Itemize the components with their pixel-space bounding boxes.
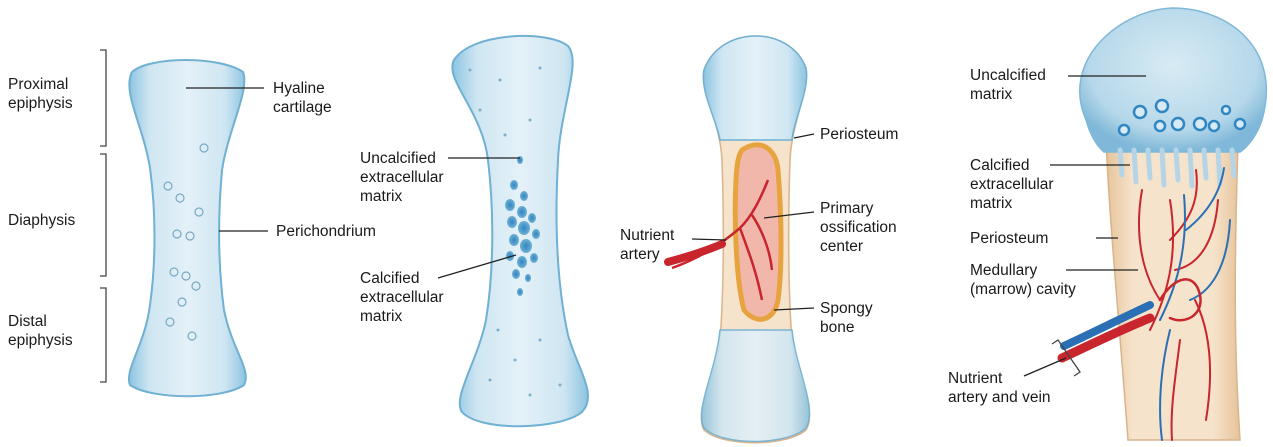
label-periosteum-p4: Periosteum [970, 230, 1048, 247]
label-medullary-cavity: Medullary (marrow) cavity [970, 262, 1076, 298]
label-distal-epiphysis: Distal epiphysis [8, 313, 73, 349]
label-proximal-epiphysis: Proximal epiphysis [8, 76, 73, 112]
label-nutrient-artery-and-vein: Nutrient artery and vein [948, 370, 1051, 406]
label-primary-ossification-center: Primary ossification center [820, 200, 901, 255]
distal-cartilage-cap [701, 330, 809, 442]
diaphysis-bracket [100, 154, 106, 276]
label-perichondrium: Perichondrium [276, 223, 376, 240]
label-calcified-extracellular-matrix-p4: Calcified extracellular matrix [970, 157, 1058, 212]
label-periosteum-p3: Periosteum [820, 126, 898, 143]
cartilage-model-shape [129, 60, 246, 396]
label-calcified-extracellular-matrix: Calcified extracellular matrix [360, 270, 448, 325]
cartilage-head [1080, 8, 1267, 152]
proximal-epiphysis-bracket [100, 50, 106, 146]
leader-nutrient-artery [692, 239, 726, 240]
panel-4-medullary-cavity: Uncalcified matrix Calcified extracellul… [948, 8, 1266, 440]
leader-periosteum [794, 134, 814, 138]
label-diaphysis: Diaphysis [8, 212, 75, 229]
panel-3-primary-ossification: Periosteum Primary ossification center N… [620, 36, 901, 443]
panel-2-calcifying-cartilage: Uncalcified extracellular matrix Calcifi… [360, 36, 588, 426]
proximal-cartilage-cap [703, 36, 806, 140]
brackets [100, 50, 106, 382]
distal-epiphysis-bracket [100, 288, 106, 382]
label-uncalcified-extracellular-matrix: Uncalcified extracellular matrix [360, 150, 448, 205]
label-hyaline-cartilage: Hyaline cartilage [273, 80, 332, 116]
panel-1-cartilage-model: Proximal epiphysis Diaphysis Distal epip… [8, 50, 376, 396]
label-uncalcified-matrix: Uncalcified matrix [970, 67, 1050, 103]
label-spongy-bone: Spongy bone [820, 300, 877, 336]
leader-nutrient-artery-and-vein [1024, 358, 1066, 376]
